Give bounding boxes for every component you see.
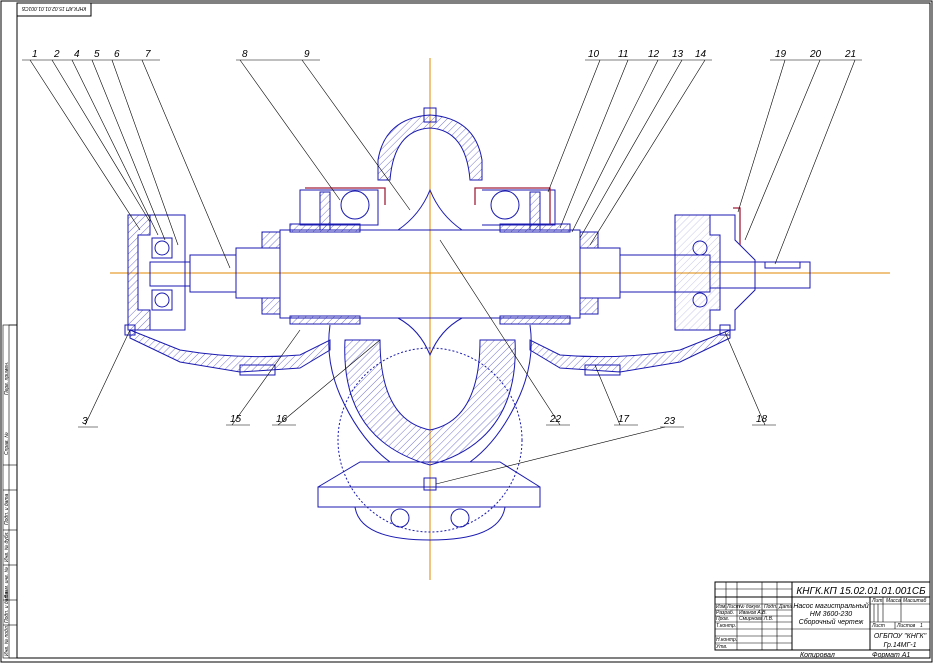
part-number: 21 (844, 49, 856, 60)
strip-label: Справ. № (4, 432, 10, 455)
part-number: 4 (74, 49, 80, 60)
scale-label: Масштаб (903, 598, 927, 604)
part-number: 10 (588, 49, 600, 60)
part-number: 7 (145, 49, 151, 60)
format-label: Формат А1 (872, 652, 910, 659)
sheet-label: Лист (871, 623, 885, 629)
checker-name: Смирнова Л.В. (739, 616, 773, 622)
mass-label: Масса (886, 598, 901, 604)
part-number: 16 (276, 414, 288, 425)
lit-label: Лит. (871, 598, 884, 604)
strip-label: Взам. инв. № (4, 566, 10, 598)
part-number: 9 (304, 49, 310, 60)
part-number: 20 (809, 49, 822, 60)
copied-label: Копировал (800, 652, 835, 659)
col-label: Подп. (764, 604, 777, 610)
stamp-text: КНГК.КП 15.02.01.01.001СБ (21, 5, 86, 11)
drawing-name: НМ 3600-230 (810, 611, 853, 618)
part-number: 22 (549, 414, 562, 425)
col-label: Изм. (716, 604, 727, 610)
strip-label: Подп. и дата (4, 493, 10, 525)
row-label: Пров. (716, 616, 729, 622)
part-number: 11 (618, 49, 628, 60)
part-number: 17 (618, 414, 630, 425)
group: Гр.14МГ-1 (884, 642, 917, 649)
row-label: Разраб. (716, 610, 734, 616)
part-number: 13 (672, 49, 684, 60)
drawing-designation: КНГК.КП 15.02.01.01.001СБ (796, 586, 926, 597)
col-label: Дата (778, 604, 792, 610)
part-number: 8 (242, 49, 248, 60)
part-number: 15 (230, 414, 242, 425)
part-number: 18 (756, 414, 768, 425)
title-block: КНГК.КП 15.02.01.01.001СБ Насос магистра… (714, 581, 931, 651)
sheets-label: Листов (896, 623, 916, 629)
col-label: № докум. (739, 604, 761, 610)
strip-label: Инв. № подл. (4, 625, 10, 656)
part-number: 6 (114, 49, 120, 60)
pump-body (124, 107, 811, 541)
sheets-count: 1 (920, 623, 923, 629)
strip-label: Перв. примен. (4, 362, 10, 395)
part-number: 14 (695, 49, 707, 60)
part-number: 23 (663, 416, 676, 427)
strip-label: Инв. № дубл. (4, 531, 10, 562)
row-label: Утв. (716, 644, 727, 650)
col-label: Лист (726, 604, 740, 610)
part-number: 3 (82, 416, 88, 427)
organization: ОГБПОУ "КНГК" (874, 633, 927, 640)
strip-label: Подп. и дата (4, 591, 10, 623)
row-label: Н.контр. (716, 637, 737, 643)
part-number: 12 (648, 49, 660, 60)
part-number: 19 (775, 49, 787, 60)
part-number: 5 (94, 49, 100, 60)
developer-name: Иванов А.В. (739, 610, 767, 616)
drawing-name: Насос магистральный (793, 602, 868, 610)
part-leaders (22, 59, 862, 485)
part-number: 2 (53, 49, 60, 60)
side-strip: Перв. примен. Справ. № Подп. и дата Инв.… (2, 324, 18, 659)
row-label: Т.контр. (716, 623, 736, 629)
part-number-labels: 1 2 4 5 6 7 8 9 10 11 12 13 14 19 20 21 … (32, 49, 856, 428)
part-number: 1 (32, 49, 38, 60)
drawing-name: Сборочный чертеж (799, 618, 865, 626)
mirrored-stamp: КНГК.КП 15.02.01.01.001СБ (16, 2, 92, 17)
